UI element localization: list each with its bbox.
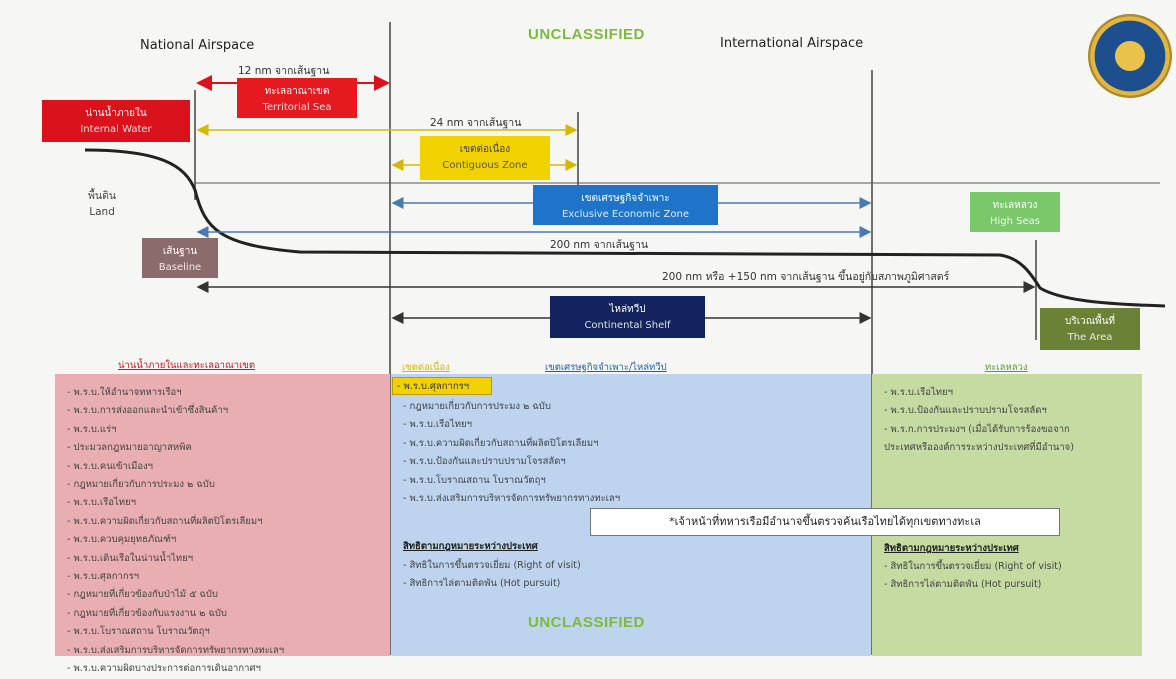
law-item: - พ.ร.บ.ส่งเสริมการบริหารจัดการทรัพยากรท… [403, 493, 621, 505]
law-item: - พ.ร.บ.ป้องกันและปราบปรามโจรสลัดฯ [884, 405, 1047, 417]
law-item: - พ.ร.บ.ให้อำนาจทหารเรือฯ [67, 387, 182, 398]
heading-internal-territorial: น่านน้ำภายในและทะเลอาณาเขต [118, 360, 256, 371]
rights-item: - สิทธิในการขึ้นตรวจเยี่ยม (Right of vis… [884, 561, 1062, 573]
zone-high-seas-th: ทะเลหลวง [992, 200, 1038, 211]
zone-baseline-en: Baseline [158, 262, 202, 273]
law-item: - พ.ร.บ.ความผิดบางประการต่อการเดินอากาศฯ [67, 663, 261, 675]
zone-internal-water-en: Internal Water [80, 124, 152, 135]
zone-high-seas: ทะเลหลวง High Seas [970, 192, 1060, 232]
zone-continental-shelf: ไหล่ทวีป Continental Shelf [550, 296, 705, 338]
zone-contiguous-th: เขตต่อเนื่อง [459, 144, 511, 155]
authority-note: *เจ้าหน้าที่ทหารเรือมีอำนาจขึ้นตรวจค้นเร… [590, 508, 1060, 536]
land-label-th: พื้นดิน [88, 190, 117, 202]
law-item: - พ.ร.บ.เดินเรือในน่านน้ำไทยฯ [67, 552, 194, 564]
zone-contiguous-en: Contiguous Zone [442, 160, 528, 171]
zone-continental-shelf-th: ไหล่ทวีป [609, 304, 646, 315]
zone-the-area-th: บริเวณพื้นที่ [1064, 316, 1116, 327]
law-item: - พ.ร.บ.ศุลกากรฯ [67, 571, 140, 583]
law-item: - พ.ร.บ.ความผิดเกี่ยวกับสถานที่ผลิตปิโตร… [403, 437, 599, 449]
heading-high-seas: ทะเลหลวง [985, 362, 1028, 373]
zone-contiguous: เขตต่อเนื่อง Contiguous Zone [420, 136, 550, 180]
zone-internal-water: น่านน้ำภายใน Internal Water [42, 100, 190, 142]
rights-heading: สิทธิตามกฎหมายระหว่างประเทศ [403, 541, 538, 553]
classification-top: UNCLASSIFIED [528, 26, 645, 43]
law-item: - พ.ร.บ.การส่งออกและนำเข้าซึ่งสินค้าฯ [67, 405, 229, 417]
zone-eez-th: เขตเศรษฐกิจจำเพาะ [581, 193, 670, 204]
law-item: - ประมวลกฎหมายอาญาสหพิค [67, 442, 192, 454]
zone-eez: เขตเศรษฐกิจจำเพาะ Exclusive Economic Zon… [533, 185, 718, 225]
heading-eez-shelf: เขตเศรษฐกิจจำเพาะ/ไหล่ทวีป [545, 362, 667, 373]
seabed-profile [84, 148, 1166, 308]
law-item: - พ.ร.บ.เรือไทยฯ [67, 497, 136, 509]
law-item: - พ.ร.บ.ความผิดเกี่ยวกับสถานที่ผลิตปิโตร… [67, 515, 263, 527]
zone-baseline-th: เส้นฐาน [162, 246, 198, 257]
national-airspace-label: National Airspace [140, 38, 255, 53]
rights-heading: สิทธิตามกฎหมายระหว่างประเทศ [884, 542, 1019, 554]
zone-continental-shelf-en: Continental Shelf [584, 320, 671, 331]
label-200nm: 200 nm จากเส้นฐาน [550, 239, 649, 251]
law-item: ประเทศหรือองค์การระหว่างประเทศที่มีอำนาจ… [884, 442, 1074, 454]
zone-internal-water-th: น่านน้ำภายใน [85, 108, 147, 119]
international-airspace-label: International Airspace [720, 36, 864, 51]
panel-internal-territorial: - พ.ร.บ.ให้อำนาจทหารเรือฯ - พ.ร.บ.การส่ง… [55, 374, 390, 674]
law-item: - พ.ร.บ.เรือไทยฯ [884, 387, 953, 398]
land-label: พื้นดิน Land [88, 188, 116, 220]
rights-item: - สิทธิการไล่ตามติดพัน (Hot pursuit) [884, 579, 1042, 591]
heading-contiguous: เขตต่อเนื่อง [402, 362, 450, 373]
land-label-en: Land [89, 206, 115, 218]
label-24nm: 24 nm จากเส้นฐาน [430, 117, 522, 129]
rights-item: - สิทธิการไล่ตามติดพัน (Hot pursuit) [403, 578, 561, 590]
law-item: - พ.ร.บ.โบราณสถาน โบราณวัตถุฯ [403, 474, 546, 486]
rights-item: - สิทธิในการขึ้นตรวจเยี่ยม (Right of vis… [403, 559, 581, 571]
law-item: - พ.ร.บ.คนเข้าเมืองฯ [67, 460, 154, 472]
law-item: - พ.ร.บ.ป้องกันและปราบปรามโจรสลัดฯ [403, 456, 566, 468]
law-item: - พ.ร.บ.ส่งเสริมการบริหารจัดการทรัพยากรท… [67, 644, 285, 656]
zone-baseline: เส้นฐาน Baseline [142, 238, 218, 278]
law-item: - พ.ร.บ.เรือไทยฯ [403, 419, 472, 431]
label-350nm: 200 nm หรือ +150 nm จากเส้นฐาน ขึ้นอยู่ก… [662, 271, 950, 283]
zone-eez-en: Exclusive Economic Zone [562, 209, 689, 220]
zone-territorial-sea-en: Territorial Sea [262, 102, 332, 113]
zone-the-area: บริเวณพื้นที่ The Area [1040, 308, 1140, 350]
law-item: - กฎหมายเกี่ยวกับการประมง ๒ ฉบับ [403, 401, 551, 412]
zone-high-seas-en: High Seas [990, 216, 1040, 227]
law-item: - กฎหมายที่เกี่ยวข้องกับแรงงาน ๒ ฉบับ [67, 607, 227, 619]
zone-territorial-sea: ทะเลอาณาเขต Territorial Sea [237, 78, 357, 118]
law-item: - กฎหมายเกี่ยวกับการประมง ๒ ฉบับ [67, 479, 215, 491]
law-item: - พ.ร.บ.แร่ฯ [67, 423, 117, 435]
classification-bottom: UNCLASSIFIED [528, 614, 645, 631]
navy-emblem-logo [1088, 14, 1172, 98]
law-item: - พ.ร.ก.การประมงฯ (เมื่อได้รับการร้องขอจ… [884, 423, 1070, 435]
zone-the-area-en: The Area [1067, 332, 1113, 343]
label-12nm: 12 nm จากเส้นฐาน [238, 65, 330, 77]
customs-tag: - พ.ร.บ.ศุลกากรฯ [392, 377, 492, 395]
law-item: - กฎหมายที่เกี่ยวข้องกับป่าไม้ ๕ ฉบับ [67, 589, 218, 601]
zone-territorial-sea-th: ทะเลอาณาเขต [264, 86, 330, 97]
law-item: - พ.ร.บ.ควบคุมยุทธภัณฑ์ฯ [67, 534, 177, 546]
law-item: - พ.ร.บ.โบราณสถาน โบราณวัตถุฯ [67, 626, 210, 638]
